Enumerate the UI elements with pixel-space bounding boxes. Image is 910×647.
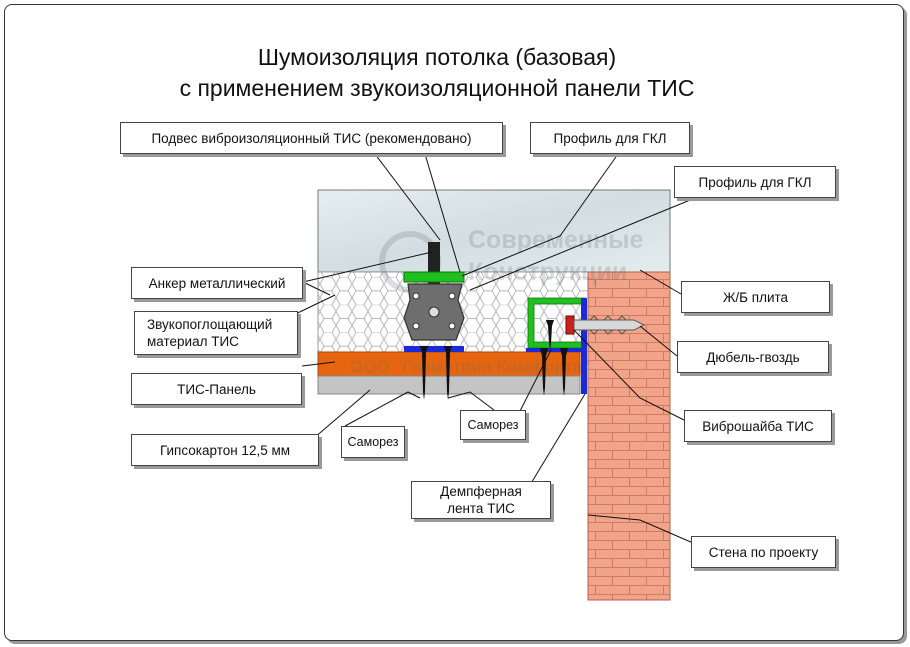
dowel-nail [573,319,646,331]
label-podves: Подвес виброизоляционный ТИС (рекомендов… [120,122,503,154]
label-samorez-1: Саморез [341,426,405,458]
label-anker: Анкер металлический [131,267,303,299]
label-vibroshaiba: Виброшайба ТИС [684,410,832,442]
leader-lines [282,153,701,547]
label-tis-panel: ТИС-Панель [131,373,302,405]
concrete-slab [317,189,671,273]
label-gipsokarton: Гипсокартон 12,5 мм [131,434,319,466]
label-stena: Стена по проекту [691,536,836,568]
label-zvuk: Звукопоглощающий материал ТИС [134,311,298,355]
vibro-hanger-top [403,271,465,283]
watermark-line-3: ООО "Геометрия Комфорта" [350,357,590,376]
watermark-line-2: Конструкции [468,258,627,286]
vibro-washer [565,315,575,335]
title-line-2: с применением звукоизоляционной панели Т… [179,75,695,101]
label-dubel: Дюбель-гвоздь [677,341,829,373]
hanger-bottom-profile [404,346,464,352]
screws [420,320,568,400]
label-samorez-2: Саморез [460,410,526,440]
label-zhb: Ж/Б плита [681,281,830,313]
wall-profile-bottom [526,348,586,352]
label-profil-1: Профиль для ГКЛ [530,122,690,154]
label-profil-2: Профиль для ГКЛ [674,166,836,198]
label-dempfer: Демпферная лента ТИС [411,481,551,519]
title-line-1: Шумоизоляция потолка (базовая) [257,44,617,70]
damper-tape [581,298,587,394]
